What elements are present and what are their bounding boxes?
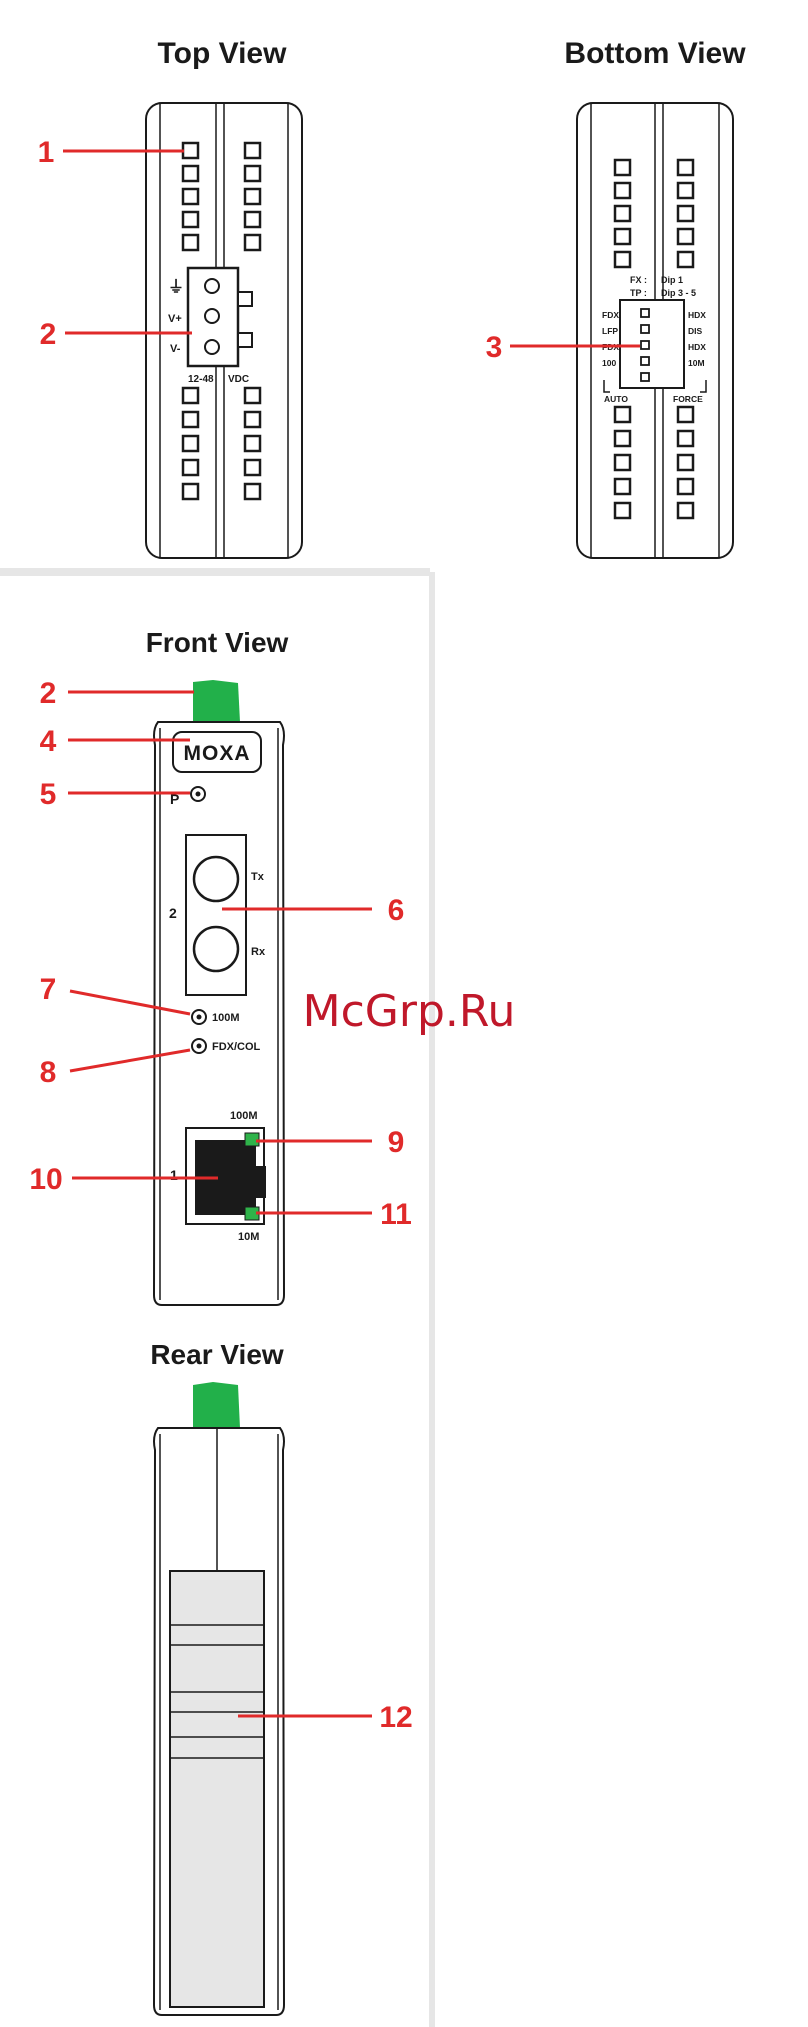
dip-right-label-3: HDX [688, 342, 706, 352]
watermark: McGrp.Ru [303, 986, 516, 1037]
bottom-view-title: Bottom View [564, 37, 746, 70]
rx-label: Rx [251, 946, 266, 958]
tp-label: TP : [630, 288, 647, 298]
callout-10: 10 [29, 1163, 62, 1196]
callout-11: 11 [380, 1198, 412, 1231]
led-100m-label: 100M [212, 1012, 240, 1024]
front-view-body: MOXA P Tx Rx 2 100M FDX/COL 100M 10M 1 [154, 680, 284, 1305]
callout-1: 1 [38, 136, 55, 169]
callout-8: 8 [40, 1056, 57, 1089]
led-fdx-col-label: FDX/COL [212, 1041, 261, 1053]
power-connector [193, 680, 240, 722]
vminus-terminal-label: V- [170, 343, 181, 355]
callout-2-front: 2 [40, 677, 57, 710]
ground-terminal-label: ⏚ [168, 278, 184, 296]
callout-5: 5 [40, 778, 57, 811]
din-rail-clip [170, 1571, 264, 2007]
fx-label: FX : [630, 275, 647, 285]
dip-right-label-4: 10M [688, 358, 705, 368]
vent-slots-bottom-left-upper [615, 160, 630, 267]
dip-left-label-2: LFP [602, 326, 618, 336]
rj45-10m-label: 10M [238, 1231, 259, 1243]
callout-12: 12 [379, 1701, 412, 1734]
vent-slots-top-left-upper [183, 143, 198, 250]
auto-label: AUTO [604, 394, 628, 404]
callout-2-top: 2 [40, 318, 57, 351]
dip-left-label-4: 100 [602, 358, 616, 368]
dip-switch-block [620, 300, 684, 388]
voltage-range-label: 12-48 [188, 374, 214, 385]
port2-label: 2 [169, 905, 177, 921]
bottom-view-body: FX : Dip 1 TP : Dip 3 - 5 FDX LFP FDX 10… [577, 103, 733, 558]
fx-dip-label: Dip 1 [661, 275, 683, 285]
section-divider-right [430, 572, 808, 2027]
rx-port [194, 927, 238, 971]
vplus-terminal-label: V+ [168, 313, 182, 325]
rear-power-connector [193, 1382, 240, 1428]
voltage-unit-label: VDC [228, 374, 249, 385]
vent-slots-top-right-upper [245, 143, 260, 250]
tx-label: Tx [251, 871, 265, 883]
rear-view-body [154, 1382, 284, 2015]
callout-4: 4 [40, 725, 57, 758]
rj45-100m-label: 100M [230, 1110, 258, 1122]
callout-6: 6 [388, 894, 405, 927]
dip-right-label-2: DIS [688, 326, 703, 336]
rear-view-title: Rear View [150, 1339, 284, 1370]
force-label: FORCE [673, 394, 703, 404]
moxa-logo: MOXA [184, 742, 251, 765]
dip-left-label-1: FDX [602, 310, 619, 320]
dip-right-label-1: HDX [688, 310, 706, 320]
callout-9: 9 [388, 1126, 405, 1159]
callout-3: 3 [486, 331, 503, 364]
top-view-title: Top View [158, 37, 288, 70]
tx-port [194, 857, 238, 901]
vent-slots-bottom-right-upper [678, 160, 693, 267]
callout-7: 7 [40, 973, 57, 1006]
top-view-body: ⏚ V+ V- 12-48 VDC [146, 103, 302, 558]
tp-dip-label: Dip 3 - 5 [661, 288, 696, 298]
port1-label: 1 [170, 1167, 178, 1183]
front-view-title: Front View [146, 627, 289, 658]
